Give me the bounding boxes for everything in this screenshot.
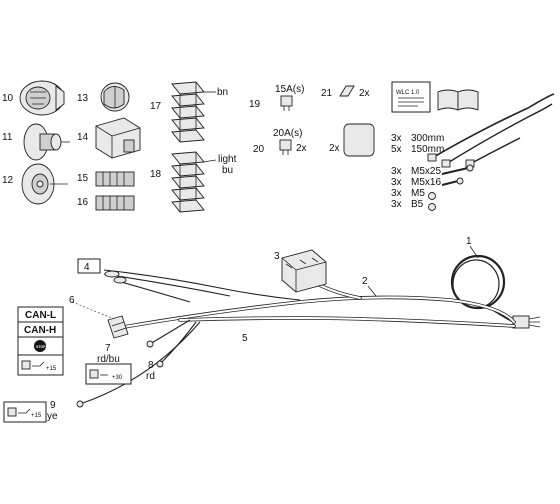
- part-18-leader-line: [202, 159, 217, 163]
- part-14-label: 14: [77, 132, 89, 143]
- part-18-contact-terminals-drawing: [171, 151, 205, 213]
- part-19-fuse-drawing: [280, 95, 293, 111]
- terminal-30-box: +30: [85, 363, 132, 385]
- can-l-label: CAN-L: [25, 310, 56, 321]
- hardware-qty-1: 5x: [391, 144, 402, 155]
- callout-2: 2: [362, 276, 368, 287]
- terminal-15-label-a: +15: [46, 366, 57, 372]
- part-11-grommet-drawing: [23, 123, 70, 161]
- battery-icon: [89, 369, 99, 379]
- part-20-quantity: 2x: [296, 143, 307, 154]
- hardware-spec-3: M5x16: [411, 177, 441, 188]
- instruction-manual-drawing: WLC 1.0: [391, 81, 479, 113]
- branch-part-4-wire-c: [113, 279, 191, 303]
- part-6-connector-drawing: [107, 315, 129, 339]
- switch-icon: [18, 408, 31, 414]
- part-19-fuse-rating: 15A(s): [275, 84, 304, 95]
- terminal-eyelet: [113, 276, 127, 284]
- callout-3: 3: [274, 251, 280, 262]
- wire-7-color: rd/bu: [97, 354, 120, 365]
- cable-ties-drawing: [427, 93, 555, 168]
- callout-1: 1: [466, 236, 472, 247]
- callout-8: 8: [148, 360, 154, 371]
- battery-icon: [7, 407, 17, 417]
- callout-6-leader: [71, 301, 113, 319]
- callout-6: 6: [69, 295, 75, 306]
- part-17-contact-terminals-drawing: [171, 81, 205, 143]
- part-15-seals-drawing: [95, 171, 135, 187]
- part-20-fuse-drawing: [279, 139, 292, 155]
- terminal-eyelet: [104, 270, 120, 278]
- branch-wire-7: [149, 319, 191, 345]
- wire-9-terminal: [76, 400, 84, 408]
- hardware-qty-4: 3x: [391, 188, 402, 199]
- wire-7-terminal: [146, 340, 154, 348]
- part-21-clip-drawing: [339, 85, 355, 97]
- terminal-15-label-b: +15: [31, 413, 42, 419]
- part-14-cover-drawing: [95, 117, 141, 159]
- part-12-label: 12: [2, 175, 14, 186]
- wire-8-terminal: [156, 360, 164, 368]
- screws-and-nuts-drawing: [428, 164, 474, 211]
- hardware-qty-5: 3x: [391, 199, 402, 210]
- callout-2-leader: [367, 285, 377, 297]
- connector-end-right: [512, 315, 541, 329]
- hardware-spec-4: M5: [411, 188, 425, 199]
- switch-icon: [32, 361, 45, 367]
- branch-part-4-wire-b: [103, 273, 231, 297]
- part-17-label: 17: [150, 101, 162, 112]
- terminal-15-box-bottom: +15: [3, 401, 47, 423]
- terminal-30-label: +30: [112, 375, 123, 381]
- callout-9: 9: [50, 400, 56, 411]
- part-12-mounting-plate-drawing: [21, 163, 68, 205]
- part-20-label: 20: [253, 144, 265, 155]
- manual-title: WLC 1.0: [396, 90, 420, 96]
- stop-icon: [34, 340, 46, 352]
- hardware-spec-0: 300mm: [411, 133, 444, 144]
- hardware-qty-3: 3x: [391, 177, 402, 188]
- part-15-label: 15: [77, 173, 89, 184]
- part-21-quantity: 2x: [359, 88, 370, 99]
- part-13-cap-drawing: [100, 82, 130, 112]
- part-16-seals-drawing: [95, 195, 135, 211]
- callout-5: 5: [242, 333, 248, 344]
- hardware-spec-5: B5: [411, 199, 424, 210]
- battery-icon: [21, 360, 31, 370]
- branch-part-4-wire-a: [103, 269, 301, 301]
- part-18-color-line2: bu: [222, 165, 233, 176]
- wire-8-color: rd: [146, 371, 155, 382]
- can-h-label: CAN-H: [24, 325, 56, 336]
- part-3-connector-drawing: [281, 249, 327, 293]
- wire-9-color: ye: [47, 411, 58, 422]
- part-11-label: 11: [2, 132, 13, 143]
- hardware-spec-1: 150mm: [411, 144, 444, 155]
- callout-7: 7: [105, 343, 111, 354]
- callout-4-box: [77, 258, 101, 274]
- part-17-color-label: bn: [217, 87, 228, 98]
- signal-legend: CAN-L CAN-H STOP +15: [17, 306, 64, 376]
- hardware-spec-2: M5x25: [411, 166, 441, 177]
- hardware-qty-2: 3x: [391, 166, 402, 177]
- part-13-label: 13: [77, 93, 89, 104]
- part-10-label: 10: [2, 93, 14, 104]
- callout-4: 4: [84, 262, 90, 273]
- part-10-socket-housing-drawing: [19, 80, 65, 116]
- part-18-color-line1: light: [218, 154, 237, 165]
- part-18-label: 18: [150, 169, 162, 180]
- callout-1-leader: [469, 245, 479, 259]
- part-16-label: 16: [77, 197, 89, 208]
- part-21-label: 21: [321, 88, 333, 99]
- part-19-label: 19: [249, 99, 261, 110]
- stop-icon-text: STOP: [36, 345, 46, 349]
- branch-wire-9: [79, 321, 201, 405]
- hardware-qty-0: 3x: [391, 133, 402, 144]
- adhesive-pad-drawing: [343, 123, 375, 157]
- part-20-fuse-rating: 20A(s): [273, 128, 302, 139]
- branch-wire-8: [159, 321, 197, 365]
- adhesive-pad-quantity: 2x: [329, 143, 340, 154]
- coiled-cable-drawing: [450, 254, 515, 323]
- hardware-list: 3x 300mm 5x 150mm 3x M5x25 3x M5x16 3x M…: [391, 133, 444, 210]
